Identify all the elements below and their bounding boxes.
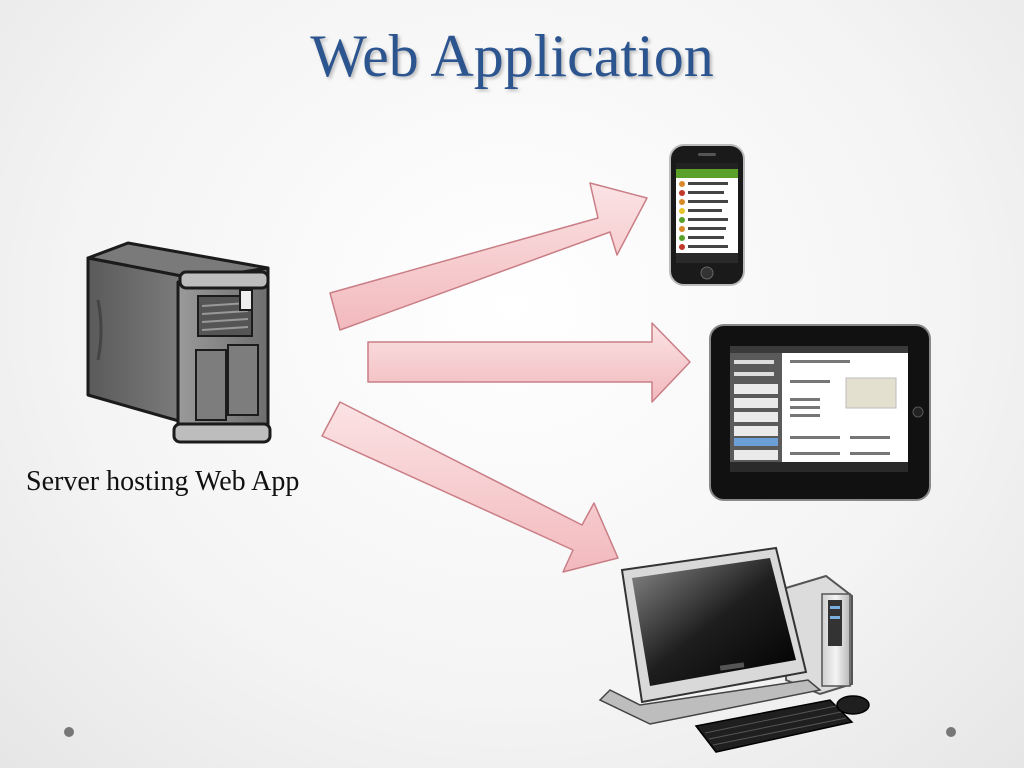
nav-dot-left: [64, 727, 74, 737]
arrow-to-tablet: [367, 322, 691, 403]
nav-dot-right: [946, 727, 956, 737]
tablet-icon: [709, 324, 931, 501]
slide-title: Web Application: [310, 23, 714, 89]
server-icon: [86, 241, 272, 444]
desktop-computer-icon: [598, 546, 870, 753]
arrow-to-computer: [321, 401, 619, 573]
smartphone-icon: [669, 144, 745, 286]
server-caption: Server hosting Web App: [26, 466, 300, 497]
arrow-to-phone: [329, 182, 648, 331]
